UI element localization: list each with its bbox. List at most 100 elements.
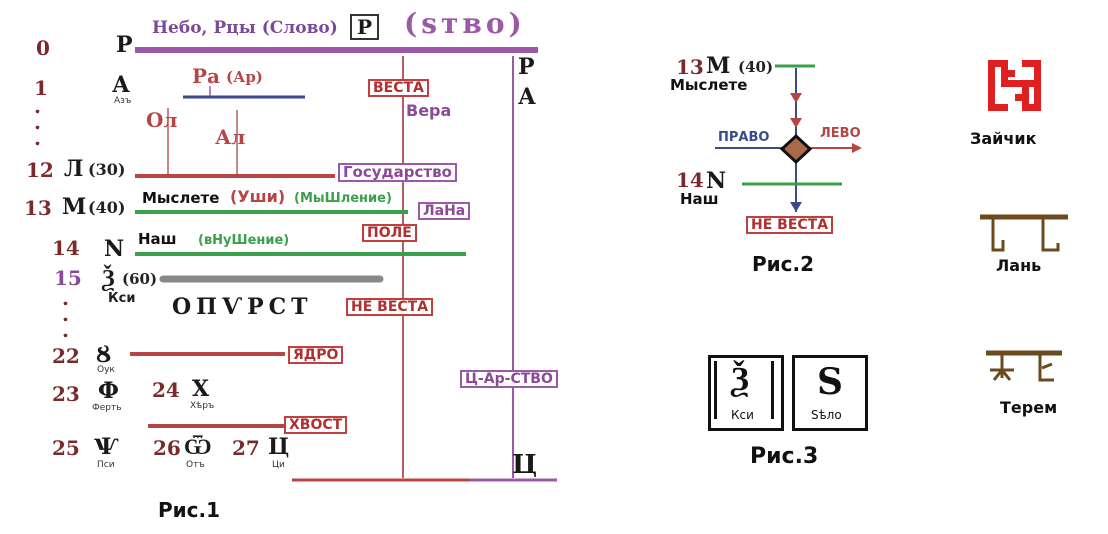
num-14: 14 bbox=[52, 236, 80, 260]
fig2-myslete: Мыслете bbox=[670, 76, 748, 94]
letter-kher-name: Хѣръ bbox=[190, 401, 215, 411]
label-myshlenie: (МыШление) bbox=[294, 191, 392, 206]
fig2-levo: ЛЕВО bbox=[820, 126, 861, 141]
letter-tsy: Ц bbox=[268, 434, 290, 460]
letter-bottom-ts: Ц bbox=[512, 450, 538, 480]
num-22: 22 bbox=[52, 344, 80, 368]
label-myslete: Мыслете bbox=[142, 189, 220, 207]
lan-symbol bbox=[980, 214, 1068, 252]
symbol-zaychik-label: Зайчик bbox=[970, 129, 1037, 148]
letter-ksi-name: Кси bbox=[108, 291, 136, 306]
label-opurst: ОПѴРСТ bbox=[172, 294, 313, 320]
letter-r0: Р bbox=[116, 32, 133, 58]
letter-m40: М bbox=[62, 194, 87, 220]
header-boxed-letter: Р bbox=[350, 14, 380, 40]
caption-fig2: Рис.2 bbox=[752, 252, 815, 276]
label-ushi: (Уши) bbox=[230, 187, 286, 206]
letter-psi: Ѱ bbox=[94, 434, 119, 460]
num-12: 12 bbox=[26, 158, 54, 182]
label-khvost: ХВОСТ bbox=[284, 416, 348, 434]
label-ol: Ол bbox=[146, 108, 178, 132]
label-ra: Ра bbox=[192, 64, 220, 88]
fig2-arrow-1 bbox=[790, 93, 802, 103]
zaychik-symbol bbox=[988, 60, 1041, 111]
num-1: 1 bbox=[34, 76, 48, 100]
num-27: 27 bbox=[232, 436, 260, 460]
label-tsarstvo: Ц-Ар-СТВО bbox=[460, 370, 558, 388]
letter-l30-val: (30) bbox=[88, 160, 126, 179]
fig3-zelo-label: Sѣло bbox=[811, 408, 842, 422]
letter-tsy-name: Ци bbox=[272, 460, 285, 470]
num-25: 25 bbox=[52, 436, 80, 460]
letter-m40-val: (40) bbox=[88, 198, 126, 217]
fig2-letter-n: N bbox=[706, 168, 727, 194]
terem-symbol bbox=[986, 350, 1062, 382]
header-text: Небо, Рцы (Слово) bbox=[152, 18, 338, 38]
label-vera: Вера bbox=[406, 101, 452, 120]
num-0: 0 bbox=[36, 36, 50, 60]
label-pole: ПОЛЕ bbox=[362, 224, 417, 242]
letter-ouk: Ȣ bbox=[96, 342, 112, 368]
dot-6: . bbox=[62, 318, 69, 342]
dot-3: . bbox=[34, 126, 41, 150]
letter-ot: Ѿ bbox=[184, 434, 212, 460]
num-26: 26 bbox=[153, 436, 181, 460]
fig3-tile-ksi: Ѯ Кси bbox=[708, 355, 784, 431]
fig3-ksi-bar-left bbox=[714, 361, 717, 419]
letter-right-r: Р bbox=[518, 54, 535, 80]
num-23: 23 bbox=[52, 382, 80, 406]
fig2-diamond bbox=[779, 133, 813, 165]
fig2-down-arrow bbox=[790, 202, 802, 212]
letter-az-name: Азъ bbox=[114, 96, 132, 106]
fig2-letter-m: М bbox=[706, 53, 731, 79]
symbol-lan-label: Лань bbox=[996, 256, 1042, 275]
label-lana: ЛаНа bbox=[418, 202, 471, 220]
num-24: 24 bbox=[152, 378, 180, 402]
dot-5: . bbox=[62, 302, 69, 326]
num-15: 15 bbox=[54, 266, 82, 290]
letter-ksi-val: (60) bbox=[122, 270, 158, 288]
letter-ksi: Ѯ bbox=[102, 263, 115, 292]
num-13: 13 bbox=[24, 196, 52, 220]
label-yadro: ЯДРО bbox=[288, 346, 344, 364]
fig3-tile-zelo: Ѕ Sѣло bbox=[792, 355, 868, 431]
fig2-num-13: 13 bbox=[676, 55, 704, 79]
fig2-arrow-2 bbox=[790, 118, 802, 128]
fig3-ksi-label: Кси bbox=[731, 408, 754, 422]
label-nash: Наш bbox=[138, 230, 177, 248]
fig2-nash: Наш bbox=[680, 190, 719, 208]
letter-ouk-name: Оук bbox=[97, 365, 115, 375]
letter-fert-name: Ферть bbox=[92, 403, 122, 413]
caption-fig3: Рис.3 bbox=[750, 444, 819, 469]
fig3-ksi-glyph: Ѯ bbox=[731, 359, 749, 399]
dot-1: . bbox=[34, 94, 41, 118]
header-stvo: (ѕтво) bbox=[404, 7, 526, 40]
letter-az: А bbox=[112, 72, 130, 98]
fig3-ksi-bar-right bbox=[771, 361, 774, 419]
letter-l30: Л bbox=[64, 156, 84, 182]
label-vesta: ВЕСТА bbox=[368, 79, 429, 97]
letter-fert: Ф bbox=[98, 378, 119, 404]
symbol-terem-label: Терем bbox=[1000, 398, 1058, 417]
label-ar: (Ар) bbox=[226, 68, 263, 86]
fig2-pravo: ПРАВО bbox=[718, 130, 770, 145]
label-al: Ал bbox=[215, 125, 246, 149]
label-vnushenie: (вНуШение) bbox=[198, 233, 290, 248]
fig2-ne-vesta: НЕ ВЕСТА bbox=[746, 216, 834, 234]
letter-n: N bbox=[104, 236, 125, 262]
fig2-levo-arrow bbox=[852, 143, 862, 153]
fig2-m40-val: (40) bbox=[738, 58, 774, 76]
letter-kher: Х bbox=[192, 376, 210, 402]
dot-2: . bbox=[34, 110, 41, 134]
fig3-zelo-glyph: Ѕ bbox=[817, 361, 843, 403]
letter-psi-name: Пси bbox=[97, 460, 115, 470]
label-ne-vesta: НЕ ВЕСТА bbox=[346, 298, 434, 316]
caption-fig1: Рис.1 bbox=[158, 498, 221, 522]
letter-ot-name: Отъ bbox=[186, 460, 205, 470]
dot-4: . bbox=[62, 286, 69, 310]
label-gosudarstvo: Государство bbox=[338, 163, 457, 182]
fig2-num-14: 14 bbox=[676, 168, 704, 192]
letter-right-a: А bbox=[518, 84, 536, 110]
